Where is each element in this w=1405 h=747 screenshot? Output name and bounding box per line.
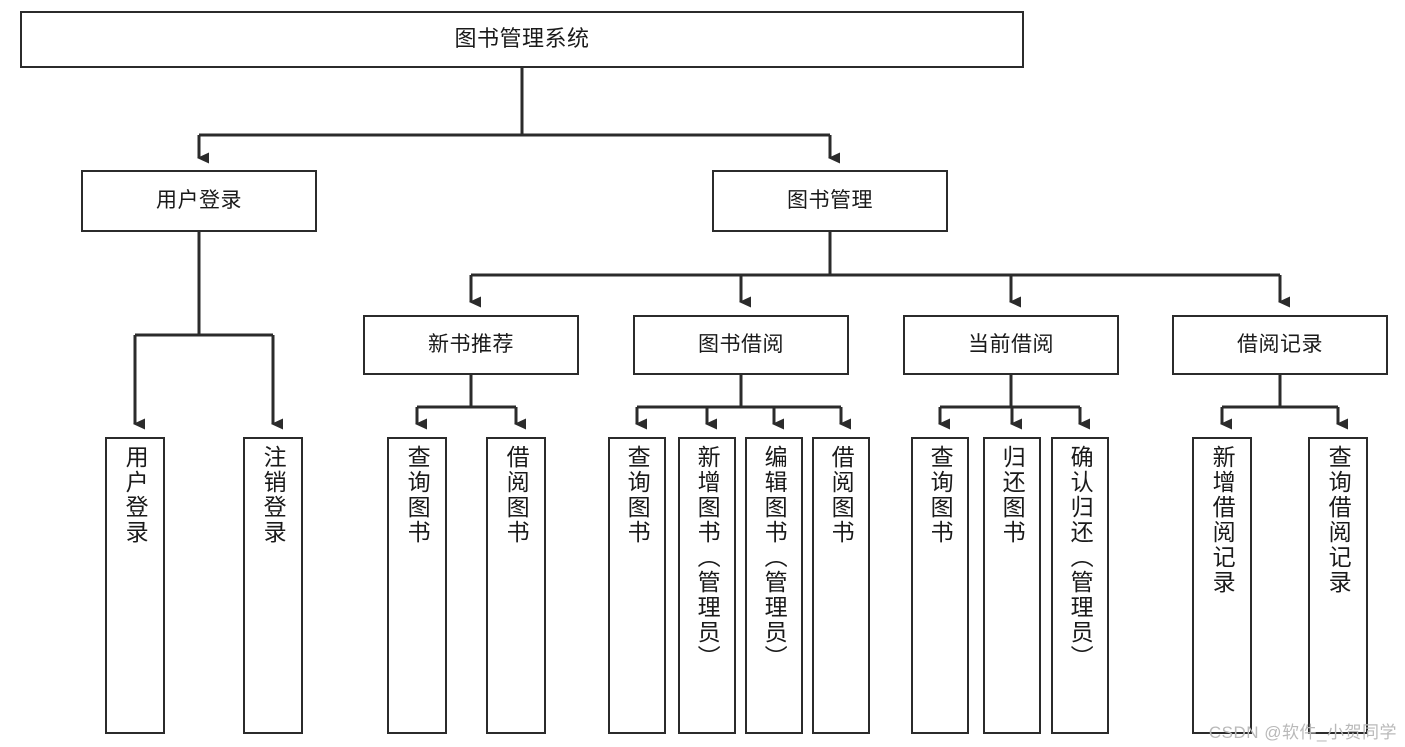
- node-leaf-return-book[interactable]: 归还图书: [983, 437, 1041, 734]
- node-leaf-user-login[interactable]: 用户登录: [105, 437, 165, 734]
- node-leaf-borrow-book-2-label: 借阅图书: [828, 445, 855, 545]
- node-leaf-return-book-label: 归还图书: [999, 445, 1026, 545]
- node-leaf-query-record-label: 查询借阅记录: [1325, 445, 1352, 595]
- node-leaf-query-book-1-label: 查询图书: [404, 445, 431, 545]
- node-leaf-borrow-book-1[interactable]: 借阅图书: [486, 437, 546, 734]
- node-leaf-query-book-2[interactable]: 查询图书: [608, 437, 666, 734]
- node-leaf-confirm-return[interactable]: 确认归还（管理员）: [1051, 437, 1109, 734]
- node-borrow-record-label: 借阅记录: [1237, 333, 1323, 357]
- node-leaf-edit-book[interactable]: 编辑图书（管理员）: [745, 437, 803, 734]
- node-borrow-record[interactable]: 借阅记录: [1172, 315, 1388, 375]
- node-leaf-confirm-return-label: 确认归还（管理员）: [1067, 445, 1094, 670]
- node-user-login-label: 用户登录: [156, 189, 242, 213]
- node-leaf-add-book[interactable]: 新增图书（管理员）: [678, 437, 736, 734]
- node-leaf-add-record-label: 新增借阅记录: [1209, 445, 1236, 595]
- node-leaf-user-login-label: 用户登录: [122, 445, 149, 545]
- node-leaf-add-book-label: 新增图书（管理员）: [694, 445, 721, 670]
- node-user-login[interactable]: 用户登录: [81, 170, 317, 232]
- csdn-watermark: CSDN @软件_小贺同学: [1208, 723, 1397, 742]
- node-leaf-borrow-book-2[interactable]: 借阅图书: [812, 437, 870, 734]
- node-leaf-query-record[interactable]: 查询借阅记录: [1308, 437, 1368, 734]
- node-leaf-logout[interactable]: 注销登录: [243, 437, 303, 734]
- node-leaf-query-book-1[interactable]: 查询图书: [387, 437, 447, 734]
- node-root-label: 图书管理系统: [454, 26, 590, 52]
- node-leaf-query-book-3[interactable]: 查询图书: [911, 437, 969, 734]
- node-current-borrow-label: 当前借阅: [968, 333, 1054, 357]
- node-leaf-query-book-3-label: 查询图书: [927, 445, 954, 545]
- node-book-borrow-label: 图书借阅: [698, 333, 784, 357]
- node-book-manage-label: 图书管理: [787, 189, 873, 213]
- node-book-manage[interactable]: 图书管理: [712, 170, 948, 232]
- node-leaf-edit-book-label: 编辑图书（管理员）: [761, 445, 788, 670]
- node-leaf-add-record[interactable]: 新增借阅记录: [1192, 437, 1252, 734]
- node-book-borrow[interactable]: 图书借阅: [633, 315, 849, 375]
- node-leaf-borrow-book-1-label: 借阅图书: [503, 445, 530, 545]
- node-root[interactable]: 图书管理系统: [20, 11, 1024, 68]
- node-current-borrow[interactable]: 当前借阅: [903, 315, 1119, 375]
- node-new-book-rec[interactable]: 新书推荐: [363, 315, 579, 375]
- node-leaf-logout-label: 注销登录: [260, 445, 287, 545]
- node-new-book-rec-label: 新书推荐: [428, 333, 514, 357]
- node-leaf-query-book-2-label: 查询图书: [624, 445, 651, 545]
